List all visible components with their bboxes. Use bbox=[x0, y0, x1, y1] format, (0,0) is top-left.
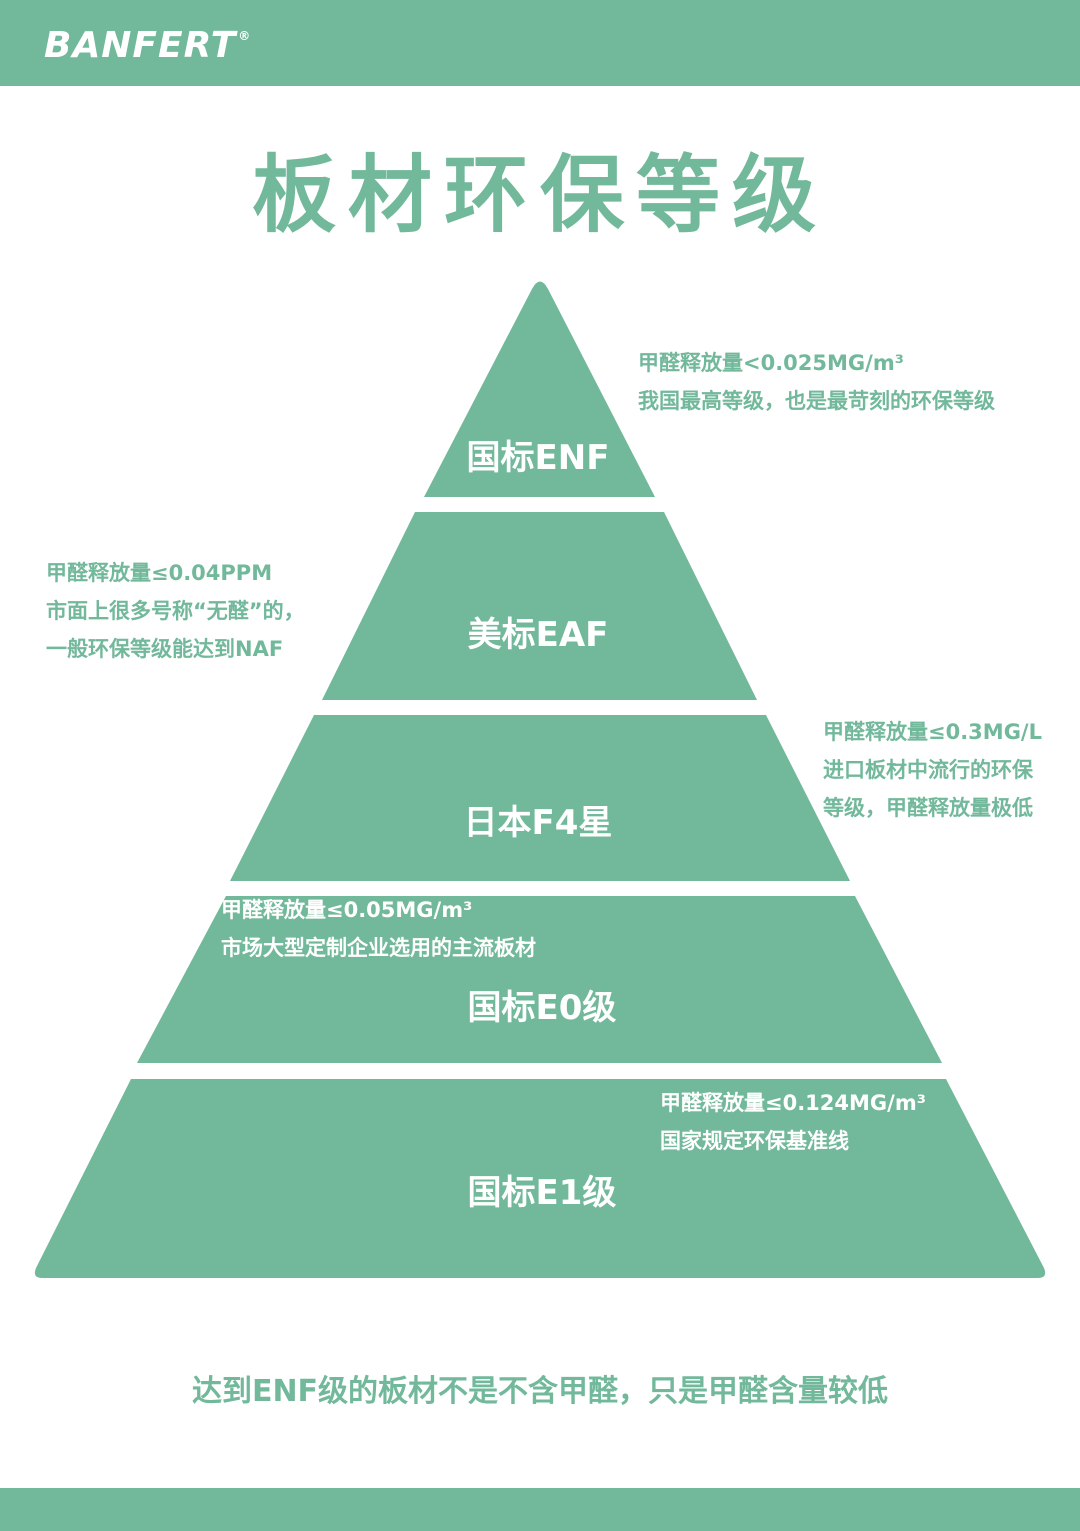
note-f4-line-2: 进口板材中流行的环保 bbox=[823, 758, 1033, 782]
tier-eaf-shape bbox=[322, 512, 757, 700]
note-f4: 甲醛释放量≤0.3MG/L 进口板材中流行的环保 等级，甲醛释放量极低 bbox=[823, 713, 1042, 827]
note-f4-line-3: 等级，甲醛释放量极低 bbox=[823, 796, 1033, 820]
note-enf-line-1: 甲醛释放量<0.025MG/m³ bbox=[638, 351, 904, 375]
note-e1-line-2: 国家规定环保基准线 bbox=[660, 1129, 849, 1153]
note-e0-line-1: 甲醛释放量≤0.05MG/m³ bbox=[221, 898, 473, 922]
tier-label-e1: 国标E1级 bbox=[467, 1173, 617, 1213]
registered-mark: ® bbox=[238, 29, 252, 43]
note-eaf-line-1: 甲醛释放量≤0.04PPM bbox=[46, 561, 273, 585]
note-e1: 甲醛释放量≤0.124MG/m³ 国家规定环保基准线 bbox=[660, 1084, 926, 1160]
tier-label-eaf: 美标EAF bbox=[467, 615, 609, 655]
tier-f4-shape bbox=[230, 715, 850, 881]
brand-logo: BANFERT® bbox=[44, 24, 251, 68]
note-e0-line-2: 市场大型定制企业选用的主流板材 bbox=[221, 936, 536, 960]
header-band bbox=[0, 0, 1080, 86]
brand-logo-text: BANFERT bbox=[44, 25, 237, 66]
footer-band bbox=[0, 1488, 1080, 1531]
note-eaf: 甲醛释放量≤0.04PPM 市面上很多号称“无醛”的， 一般环保等级能达到NAF bbox=[46, 554, 305, 668]
page-title: 板材环保等级 bbox=[251, 146, 828, 244]
tier-label-enf: 国标ENF bbox=[466, 438, 610, 478]
note-enf-line-2: 我国最高等级，也是最苛刻的环保等级 bbox=[638, 389, 995, 413]
note-e1-line-1: 甲醛释放量≤0.124MG/m³ bbox=[660, 1091, 926, 1115]
tier-label-e0: 国标E0级 bbox=[467, 988, 617, 1028]
note-eaf-line-3: 一般环保等级能达到NAF bbox=[46, 637, 284, 661]
note-e0: 甲醛释放量≤0.05MG/m³ 市场大型定制企业选用的主流板材 bbox=[221, 891, 536, 967]
note-eaf-line-2: 市面上很多号称“无醛”的， bbox=[46, 599, 305, 623]
footer-note: 达到ENF级的板材不是不含甲醛，只是甲醛含量较低 bbox=[191, 1374, 889, 1409]
note-enf: 甲醛释放量<0.025MG/m³ 我国最高等级，也是最苛刻的环保等级 bbox=[638, 344, 995, 420]
tier-e0-shape bbox=[137, 896, 942, 1063]
tier-enf-shape bbox=[424, 281, 655, 497]
note-f4-line-1: 甲醛释放量≤0.3MG/L bbox=[823, 720, 1042, 744]
tier-e1-shape bbox=[34, 1079, 1046, 1278]
tier-label-f4: 日本F4星 bbox=[463, 803, 613, 843]
